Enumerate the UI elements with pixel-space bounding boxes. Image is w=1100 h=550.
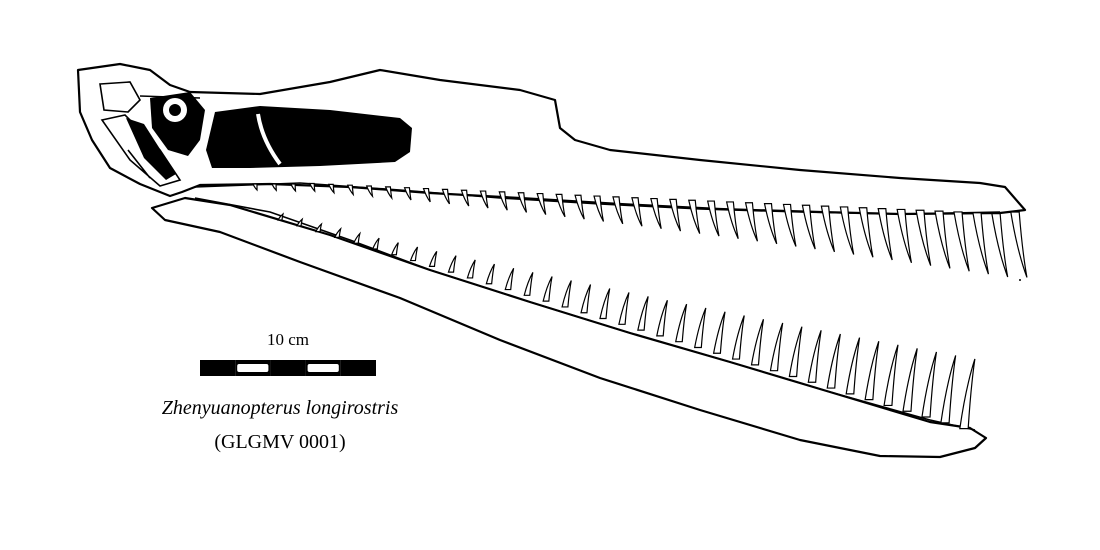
tooth <box>479 190 489 209</box>
scale-segment <box>270 360 306 376</box>
tooth <box>845 337 861 395</box>
tooth <box>675 303 688 343</box>
scale-bar-label: 10 cm <box>266 330 310 349</box>
scale-bar <box>200 360 376 376</box>
tooth <box>687 199 701 234</box>
tooth <box>826 333 841 389</box>
tooth <box>371 237 380 250</box>
tooth <box>618 292 630 325</box>
species-name: Zhenyuanopterus longirostris <box>161 397 399 419</box>
tooth <box>921 351 938 418</box>
scale-segment-white <box>307 364 339 372</box>
tooth <box>782 203 797 247</box>
tooth <box>428 250 438 267</box>
tooth <box>896 208 913 264</box>
tooth <box>574 194 585 220</box>
tooth <box>807 330 822 383</box>
eye-pupil <box>169 104 181 116</box>
tooth <box>403 187 412 201</box>
scale-segment <box>200 360 236 376</box>
tooth <box>991 213 1009 278</box>
tooth <box>934 210 951 269</box>
specimen-number: (GLGMV 0001) <box>214 431 346 453</box>
infratemporal-fenestra <box>126 118 176 180</box>
tooth <box>466 259 476 279</box>
tooth <box>744 202 759 242</box>
upper-teeth <box>252 182 1028 278</box>
tooth <box>972 212 990 275</box>
tooth <box>333 226 342 238</box>
tooth <box>485 263 495 285</box>
tooth <box>555 193 566 218</box>
tooth <box>504 267 515 291</box>
tooth <box>669 198 682 232</box>
tooth <box>631 197 643 227</box>
tooth <box>656 300 668 337</box>
tooth <box>725 201 739 239</box>
tooth <box>327 183 335 195</box>
tooth <box>883 344 899 407</box>
tooth <box>599 288 611 320</box>
tooth <box>289 183 297 193</box>
tooth <box>536 192 547 215</box>
cranium-sutures <box>99 81 201 187</box>
tooth <box>252 183 258 192</box>
tooth <box>731 315 745 360</box>
tooth <box>314 222 323 233</box>
tooth <box>441 188 451 205</box>
lacrimal-process <box>256 113 282 166</box>
tooth <box>858 207 874 258</box>
tooth <box>637 296 649 331</box>
tooth <box>940 355 957 424</box>
tooth <box>580 284 592 314</box>
lower-jaw-line <box>194 197 976 431</box>
tooth <box>295 217 304 227</box>
tooth <box>593 195 605 222</box>
tooth <box>801 204 816 250</box>
tooth <box>271 183 277 192</box>
tooth <box>953 211 970 272</box>
cranium-outline <box>76 62 1027 216</box>
lower-teeth <box>276 212 976 430</box>
scale-segment-white <box>237 364 269 372</box>
tooth <box>365 185 374 199</box>
tooth <box>517 192 528 213</box>
speck <box>1019 279 1021 281</box>
tooth <box>422 187 431 203</box>
tooth <box>308 182 316 193</box>
tooth <box>769 322 784 372</box>
tooth <box>409 246 419 262</box>
tooth <box>915 209 932 266</box>
tooth <box>447 255 457 273</box>
tooth <box>763 202 778 245</box>
tooth <box>959 358 976 430</box>
tooth <box>612 196 624 225</box>
tooth <box>1010 211 1028 278</box>
tooth <box>561 280 572 308</box>
tooth <box>352 231 362 244</box>
tooth <box>498 191 508 211</box>
tooth <box>706 200 720 237</box>
tooth <box>712 311 726 354</box>
tooth <box>864 341 880 401</box>
tooth <box>276 212 285 221</box>
tooth <box>460 189 470 207</box>
tooth <box>523 272 534 296</box>
tooth <box>693 307 707 349</box>
tooth <box>820 205 836 253</box>
tooth <box>788 326 803 378</box>
tooth <box>839 206 855 255</box>
tooth <box>877 208 893 261</box>
tooth <box>750 319 765 366</box>
tooth <box>902 348 918 412</box>
scale-segment <box>340 360 376 376</box>
tooth <box>650 197 662 229</box>
tooth <box>346 184 355 197</box>
tooth <box>390 242 399 256</box>
tooth <box>384 186 393 201</box>
tooth <box>542 276 553 302</box>
